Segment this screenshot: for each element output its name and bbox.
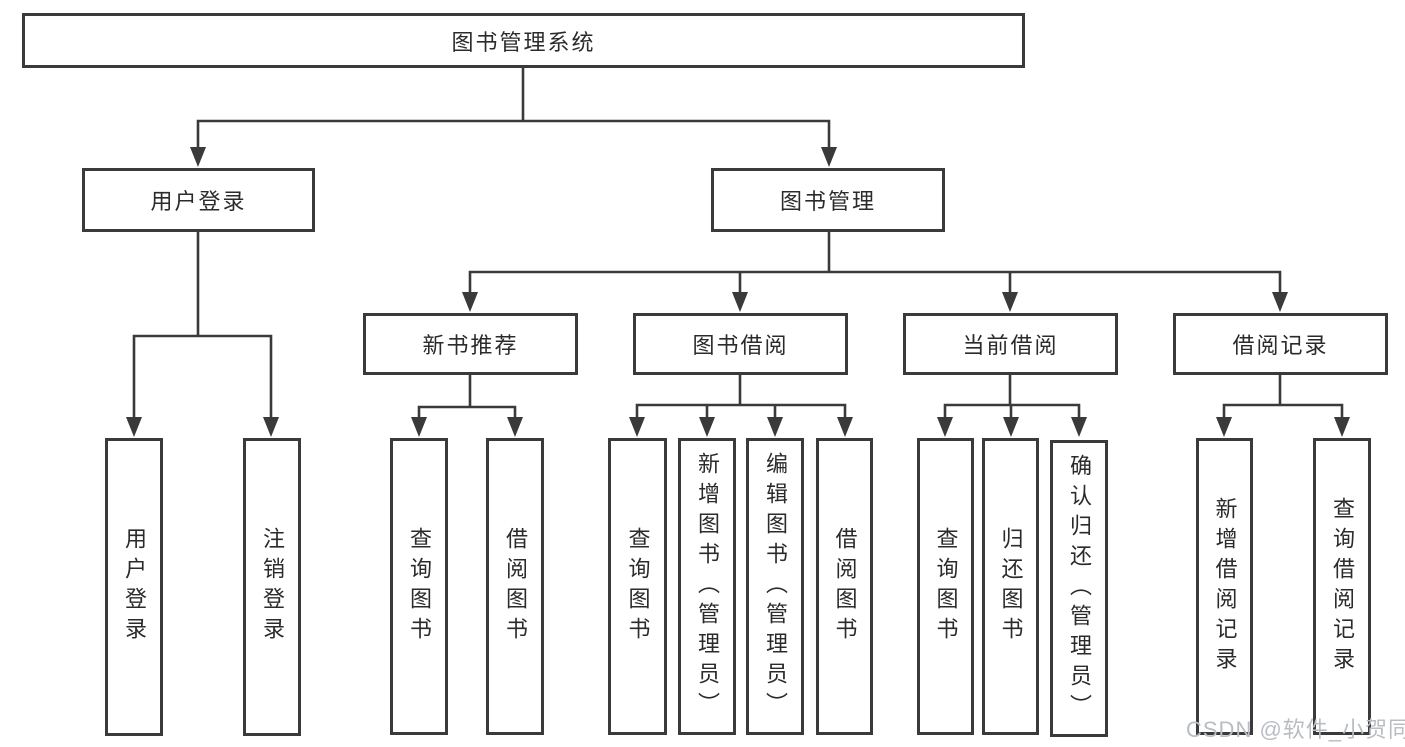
csdn-watermark: CSDN @软件_小贺同学	[1186, 717, 1405, 742]
node-book-borrow: 图书借阅	[633, 313, 848, 375]
leaf-borrow-books-borrow: 借阅图书	[816, 438, 873, 735]
leaf-query-books-recommend: 查询图书	[390, 438, 448, 735]
connector-new-book-recommend-to-leaves	[417, 375, 517, 420]
leaf-add-borrow-record: 新增借阅记录	[1196, 438, 1253, 735]
leaf-user-login: 用户登录	[105, 438, 163, 736]
arrowhead-icon	[190, 147, 206, 167]
node-book-management-label: 图书管理	[779, 189, 876, 214]
arrowhead-icon	[126, 417, 142, 437]
leaf-query-books-current: 查询图书	[917, 438, 974, 735]
node-new-book-recommend: 新书推荐	[363, 313, 578, 375]
arrowhead-icon	[1272, 292, 1288, 312]
connector-user-login-to-leaves	[132, 232, 273, 420]
node-book-borrow-label: 图书借阅	[692, 333, 789, 358]
leaf-logout-label: 注销登录	[260, 527, 285, 647]
leaf-edit-book-admin: 编辑图书（管理员）	[746, 438, 804, 735]
leaf-query-borrow-record: 查询借阅记录	[1313, 438, 1371, 735]
connector-borrow-records-to-leaves	[1222, 375, 1344, 420]
leaf-confirm-return-admin: 确认归还（管理员）	[1050, 440, 1108, 737]
connector-root-to-level2	[196, 68, 831, 150]
leaf-query-books-current-label: 查询图书	[933, 526, 959, 647]
node-borrow-records-label: 借阅记录	[1232, 333, 1329, 358]
leaf-return-books-label: 归还图书	[998, 526, 1024, 647]
arrowhead-icon	[837, 417, 853, 437]
arrowhead-icon	[263, 417, 279, 437]
arrowhead-icon	[1334, 417, 1350, 437]
node-new-book-recommend-label: 新书推荐	[422, 333, 519, 358]
node-library-management-system-label: 图书管理系统	[451, 29, 596, 55]
arrowhead-icon	[1003, 417, 1019, 437]
leaf-query-books-recommend-label: 查询图书	[407, 526, 432, 647]
leaf-add-book-admin-label: 新增图书（管理员）	[695, 451, 720, 722]
arrowhead-icon	[937, 417, 953, 437]
leaf-user-login-label: 用户登录	[122, 527, 147, 647]
leaf-confirm-return-admin-label: 确认归还（管理员）	[1067, 453, 1092, 724]
connector-book-management-to-level3	[468, 232, 1282, 295]
arrowhead-icon	[821, 147, 837, 167]
connector-current-borrow-to-leaves	[943, 375, 1081, 420]
arrowhead-icon	[732, 292, 748, 312]
arrowhead-icon	[1002, 292, 1018, 312]
node-current-borrow: 当前借阅	[903, 313, 1118, 375]
arrowhead-icon	[507, 417, 523, 437]
node-book-management: 图书管理	[711, 168, 945, 232]
node-library-management-system: 图书管理系统	[22, 13, 1025, 68]
arrowhead-icon	[1071, 417, 1087, 437]
arrowhead-icon	[699, 417, 715, 437]
leaf-query-books-borrow: 查询图书	[608, 438, 667, 735]
arrowhead-icon	[411, 417, 427, 437]
leaf-borrow-books-recommend-label: 借阅图书	[503, 526, 528, 647]
connector-book-borrow-to-leaves	[635, 375, 847, 420]
arrowhead-icon	[462, 292, 478, 312]
node-user-login: 用户登录	[82, 168, 315, 232]
leaf-logout: 注销登录	[243, 438, 301, 736]
arrowhead-icon	[767, 417, 783, 437]
node-current-borrow-label: 当前借阅	[962, 333, 1059, 358]
arrowhead-icon	[1216, 417, 1232, 437]
node-borrow-records: 借阅记录	[1173, 313, 1388, 375]
leaf-query-books-borrow-label: 查询图书	[625, 526, 651, 647]
leaf-borrow-books-borrow-label: 借阅图书	[832, 526, 858, 647]
node-user-login-label: 用户登录	[150, 189, 247, 214]
arrowhead-icon	[629, 417, 645, 437]
leaf-add-book-admin: 新增图书（管理员）	[678, 438, 736, 735]
leaf-borrow-books-recommend: 借阅图书	[486, 438, 544, 735]
leaf-query-borrow-record-label: 查询借阅记录	[1330, 496, 1355, 677]
leaf-add-borrow-record-label: 新增借阅记录	[1212, 496, 1238, 677]
leaf-return-books: 归还图书	[982, 438, 1039, 735]
leaf-edit-book-admin-label: 编辑图书（管理员）	[763, 451, 788, 722]
